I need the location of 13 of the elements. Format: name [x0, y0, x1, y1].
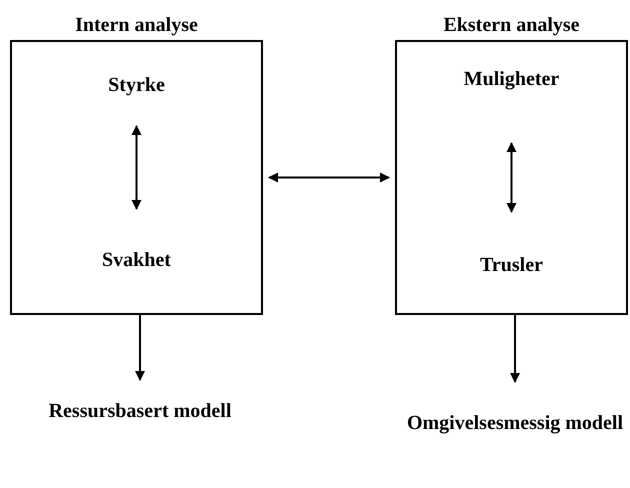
label-text: Styrke: [108, 73, 165, 98]
label-text: Trusler: [480, 253, 543, 278]
label-text: Omgivelsesmessig modell: [406, 411, 624, 436]
box-heading: Intern analyse: [74, 13, 199, 38]
label-text: Svakhet: [102, 248, 171, 273]
arrow: [506, 142, 516, 213]
label-text: Muligheter: [464, 67, 560, 92]
arrow: [135, 315, 145, 381]
arrow: [268, 172, 390, 182]
arrow: [510, 315, 520, 383]
label-text: Ressursbasert modell: [48, 399, 232, 424]
box-heading: Ekstern analyse: [442, 13, 581, 38]
arrow: [132, 125, 142, 210]
